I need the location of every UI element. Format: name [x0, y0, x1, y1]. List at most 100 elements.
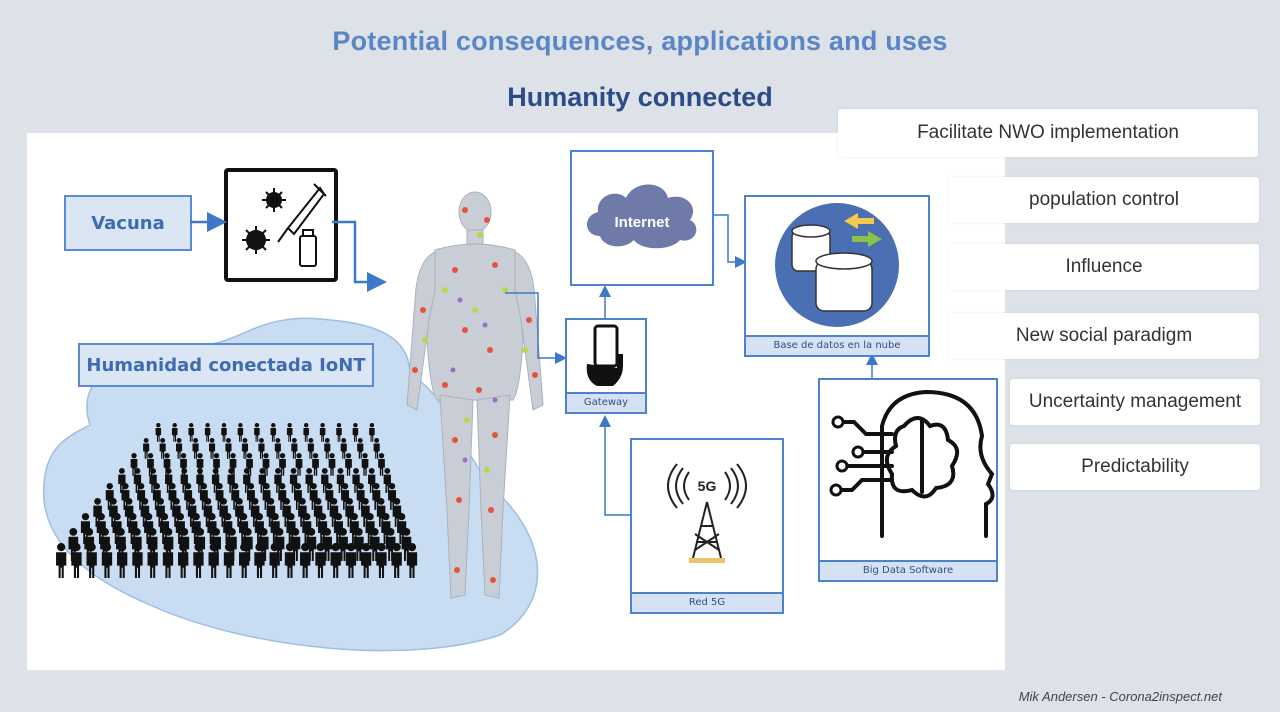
person-icon	[193, 543, 204, 579]
syringe-virus-icon	[242, 183, 327, 267]
person-icon	[270, 423, 277, 442]
person-icon	[231, 483, 240, 510]
person-icon	[372, 483, 381, 510]
person-icon	[353, 528, 364, 561]
person-icon	[369, 423, 375, 442]
person-icon	[392, 498, 402, 527]
person-icon	[336, 423, 342, 442]
person-icon	[345, 498, 354, 527]
person-icon	[159, 438, 166, 459]
person-icon	[341, 483, 349, 510]
person-icon	[152, 483, 161, 510]
person-icon	[305, 468, 313, 493]
person-icon	[293, 483, 302, 510]
person-icon	[223, 543, 235, 579]
person-icon	[184, 483, 193, 510]
person-icon	[250, 498, 260, 527]
person-icon	[315, 543, 326, 579]
person-icon	[313, 498, 323, 527]
person-icon	[221, 423, 227, 442]
use-card-influence: Influence	[949, 244, 1259, 290]
person-icon	[121, 483, 130, 510]
person-icon	[192, 438, 199, 459]
person-icon	[229, 453, 237, 476]
person-icon	[266, 498, 276, 527]
person-icon	[86, 543, 97, 579]
person-icon	[352, 423, 359, 442]
person-icon	[278, 483, 287, 510]
person-icon	[282, 498, 291, 527]
person-icon	[298, 498, 307, 527]
database-icon	[775, 203, 899, 327]
person-icon	[284, 543, 296, 579]
person-icon	[162, 543, 174, 579]
person-icon	[219, 498, 228, 527]
person-icon	[235, 498, 244, 527]
person-icon	[383, 468, 391, 493]
big-data-software-box: Big Data Software	[818, 378, 998, 582]
person-icon	[361, 498, 370, 527]
database-box: Base de datos en la nube	[744, 195, 930, 357]
gateway-box: Gateway	[565, 318, 647, 414]
person-icon	[289, 468, 298, 493]
person-icon	[325, 483, 334, 510]
person-icon	[204, 423, 211, 442]
smartphone-hand-icon	[586, 324, 623, 386]
person-icon	[246, 453, 253, 476]
person-icon	[117, 543, 128, 579]
person-icon	[133, 468, 142, 493]
person-icon	[168, 483, 177, 510]
network-5g-box: 5G Red 5G	[630, 438, 784, 614]
internet-box: Internet	[570, 150, 714, 286]
person-icon	[376, 498, 386, 527]
person-icon	[356, 483, 365, 510]
footer-credit: Mik Andersen - Corona2inspect.net	[1018, 689, 1222, 704]
use-card-uncertainty: Uncertainty management	[1010, 379, 1260, 425]
person-icon	[208, 543, 219, 579]
use-card-nwo: Facilitate NWO implementation	[838, 109, 1258, 157]
person-icon	[373, 438, 380, 459]
crowd-icon	[56, 423, 418, 579]
use-card-predictability: Predictability	[1010, 444, 1260, 490]
person-icon	[178, 543, 189, 579]
person-icon	[254, 423, 260, 442]
person-icon	[329, 498, 339, 527]
antenna-5g-icon: 5G	[667, 463, 747, 563]
person-icon	[132, 543, 143, 579]
ai-brain-icon	[829, 389, 995, 538]
person-icon	[137, 483, 146, 510]
cloud-icon	[586, 184, 697, 249]
person-icon	[156, 498, 165, 527]
person-icon	[237, 423, 244, 442]
person-icon	[199, 483, 208, 510]
page-subtitle: Humanity connected	[507, 82, 773, 112]
gateway-label: Gateway	[567, 392, 645, 412]
use-card-population-control: population control	[949, 177, 1259, 223]
person-icon	[336, 468, 345, 493]
person-icon	[203, 498, 213, 527]
person-icon	[309, 483, 318, 510]
person-icon	[388, 483, 396, 510]
person-icon	[274, 468, 282, 493]
person-icon	[155, 423, 162, 442]
person-icon	[143, 438, 150, 459]
vaccine-box: Vacuna	[64, 195, 192, 251]
network-5g-icon-text: 5G	[698, 478, 717, 494]
vaccine-image-box	[224, 168, 338, 282]
person-icon	[254, 543, 265, 579]
humanity-connected-box: Humanidad conectada IoNT	[78, 343, 374, 387]
person-icon	[385, 528, 396, 561]
person-icon	[56, 543, 67, 579]
person-icon	[357, 438, 364, 459]
person-icon	[176, 438, 183, 459]
big-data-software-label: Big Data Software	[820, 560, 996, 580]
person-icon	[215, 483, 224, 510]
use-card-social-paradigm: New social paradigm	[949, 313, 1259, 359]
person-icon	[269, 543, 280, 579]
person-icon	[340, 438, 347, 459]
person-icon	[324, 438, 331, 459]
person-icon	[321, 468, 329, 493]
internet-label: Internet	[614, 214, 670, 231]
person-icon	[209, 438, 216, 459]
